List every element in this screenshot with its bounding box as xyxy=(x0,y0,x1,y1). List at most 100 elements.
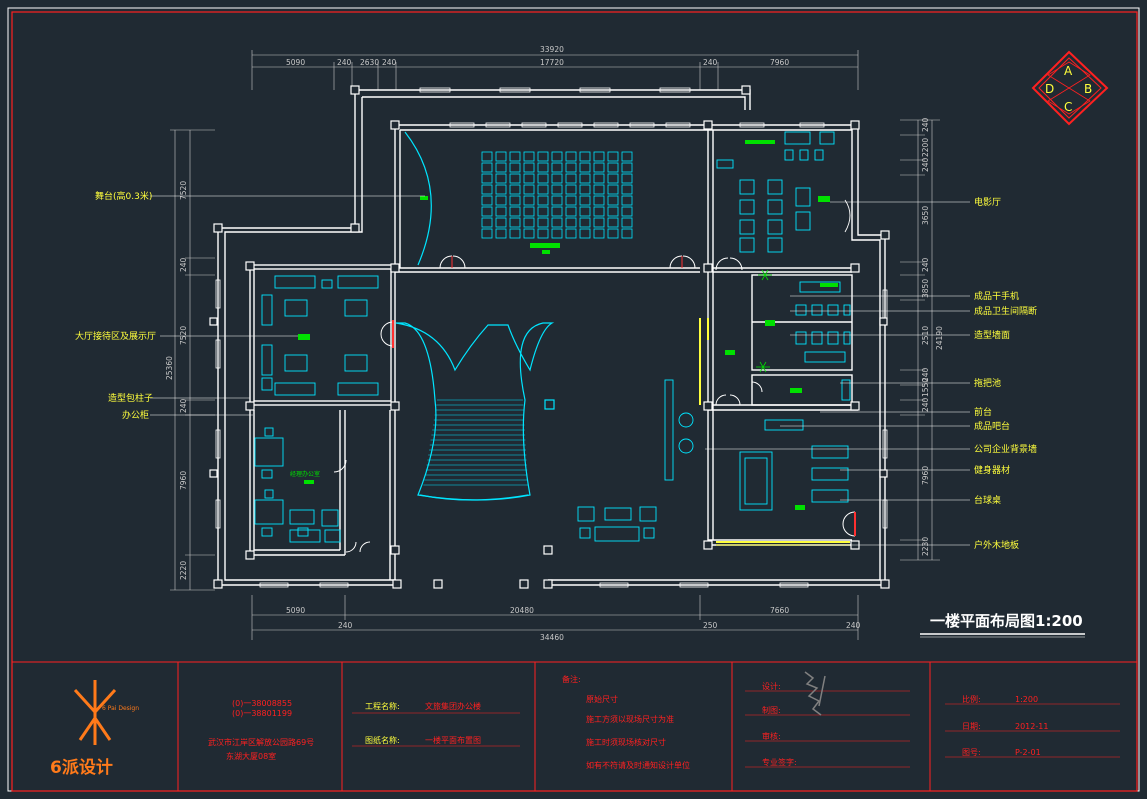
auditorium-seat xyxy=(607,217,619,228)
auditorium-seat xyxy=(579,173,591,184)
label-stage: 舞台(高0.3米) xyxy=(95,190,152,202)
right-leaders xyxy=(705,201,970,546)
auditorium-seat xyxy=(593,162,605,173)
label-wc-partition: 成品卫生间隔断 xyxy=(974,305,1037,317)
auditorium-seat xyxy=(523,173,535,184)
dim-bottom-e3: 240 xyxy=(846,621,861,630)
label-bar: 成品吧台 xyxy=(974,420,1010,432)
auditorium-seat xyxy=(495,206,507,217)
note-3: 施工时须现场核对尺寸 xyxy=(586,737,666,747)
auditorium-seat xyxy=(551,173,563,184)
lobby-furniture xyxy=(261,275,379,396)
auditorium-seat xyxy=(579,184,591,195)
auditorium-seat xyxy=(607,151,619,162)
windows xyxy=(215,87,888,588)
dim-top-total: 33920 xyxy=(540,45,564,54)
auditorium-seat xyxy=(537,195,549,206)
dim-top-7: 7960 xyxy=(770,58,789,67)
auditorium-seat xyxy=(523,151,535,162)
auditorium-seat xyxy=(593,173,605,184)
company-name-en: 6 Pai Design xyxy=(102,705,139,712)
auditorium-seat xyxy=(537,173,549,184)
auditorium-seat xyxy=(551,195,563,206)
project-value: 文旅集团办公楼 xyxy=(425,701,481,711)
auditorium-seat xyxy=(621,195,633,206)
auditorium-seat xyxy=(481,195,493,206)
auditorium-seat xyxy=(523,195,535,206)
title-block xyxy=(12,661,1137,791)
date-label: 日期: xyxy=(962,722,981,731)
auditorium-seat xyxy=(523,217,535,228)
auditorium-seat xyxy=(481,151,493,162)
label-pool: 台球桌 xyxy=(974,494,1001,506)
dim-right-9: 1550 xyxy=(921,378,930,397)
office-furniture xyxy=(254,427,341,543)
dim-top-3: 2630 xyxy=(360,58,379,67)
auditorium-seat xyxy=(551,217,563,228)
compass-b: B xyxy=(1084,82,1092,96)
auditorium-seat xyxy=(593,195,605,206)
auditorium-seat xyxy=(537,228,549,239)
compass-icon: A B C D xyxy=(1031,50,1109,126)
dimension-left xyxy=(170,129,215,591)
dim-right-1: 240 xyxy=(921,117,930,132)
auditorium-seat xyxy=(509,217,521,228)
dim-left-1: 7520 xyxy=(179,181,188,200)
auditorium-seat xyxy=(565,228,577,239)
auditorium-seat xyxy=(607,228,619,239)
auditorium-seat xyxy=(523,206,535,217)
address-2: 东湖大厦08室 xyxy=(226,751,276,761)
dim-left-4: 240 xyxy=(179,398,188,413)
date-value: 2012-11 xyxy=(1015,722,1048,731)
dimension-top xyxy=(251,50,859,90)
auditorium-seat xyxy=(537,217,549,228)
dim-left-2: 240 xyxy=(179,257,188,272)
auditorium-seat xyxy=(551,206,563,217)
drawing-label: 图纸名称: xyxy=(365,735,400,745)
auditorium-seat xyxy=(481,162,493,173)
auditorium-seat xyxy=(537,162,549,173)
dim-top-1: 5090 xyxy=(286,58,305,67)
dim-top-5: 17720 xyxy=(540,58,564,67)
sheet-label: 图号: xyxy=(962,748,981,757)
company-name: 6派设计 xyxy=(50,757,113,778)
auditorium-seat xyxy=(607,184,619,195)
dim-right-3: 240 xyxy=(921,157,930,172)
central-staircase xyxy=(395,322,555,501)
auditorium-seat xyxy=(509,206,521,217)
auditorium-seat xyxy=(481,206,493,217)
auditorium-seat xyxy=(495,195,507,206)
auditorium-seat xyxy=(537,151,549,162)
dim-bottom-total: 34460 xyxy=(540,633,564,642)
note-2: 施工方须以现场尺寸为准 xyxy=(586,714,674,724)
auditorium-seat xyxy=(509,228,521,239)
auditorium-seat xyxy=(495,217,507,228)
notes-label: 备注: xyxy=(562,674,581,684)
dim-right-total: 24190 xyxy=(935,326,944,350)
auditorium-seat xyxy=(537,206,549,217)
dim-bottom-e2: 250 xyxy=(703,621,718,630)
dim-right-5: 240 xyxy=(921,257,930,272)
note-4: 如有不符请及时通知设计单位 xyxy=(586,760,690,770)
wc-fixtures xyxy=(725,281,851,401)
auditorium-seat xyxy=(593,206,605,217)
phone-1: (0)一38008855 xyxy=(232,699,292,708)
office-room-label: 经理办公室 xyxy=(290,470,320,478)
inner-frame xyxy=(11,11,1138,792)
reception-furniture xyxy=(577,379,694,542)
label-dryer: 成品干手机 xyxy=(974,290,1019,302)
auditorium-seat xyxy=(481,184,493,195)
auditorium-seat xyxy=(495,184,507,195)
label-mop: 拖把池 xyxy=(974,377,1001,389)
label-cinema: 电影厅 xyxy=(974,196,1001,208)
sheet-value: P-2-01 xyxy=(1015,748,1041,757)
auditorium-seat xyxy=(551,184,563,195)
auditorium-seat xyxy=(523,184,535,195)
auditorium-seat xyxy=(495,151,507,162)
dim-left-total: 25360 xyxy=(165,356,174,380)
signature-icon xyxy=(804,671,826,716)
auditorium-seat xyxy=(565,206,577,217)
dim-bottom-2: 20480 xyxy=(510,606,534,615)
auditorium-seat xyxy=(565,195,577,206)
